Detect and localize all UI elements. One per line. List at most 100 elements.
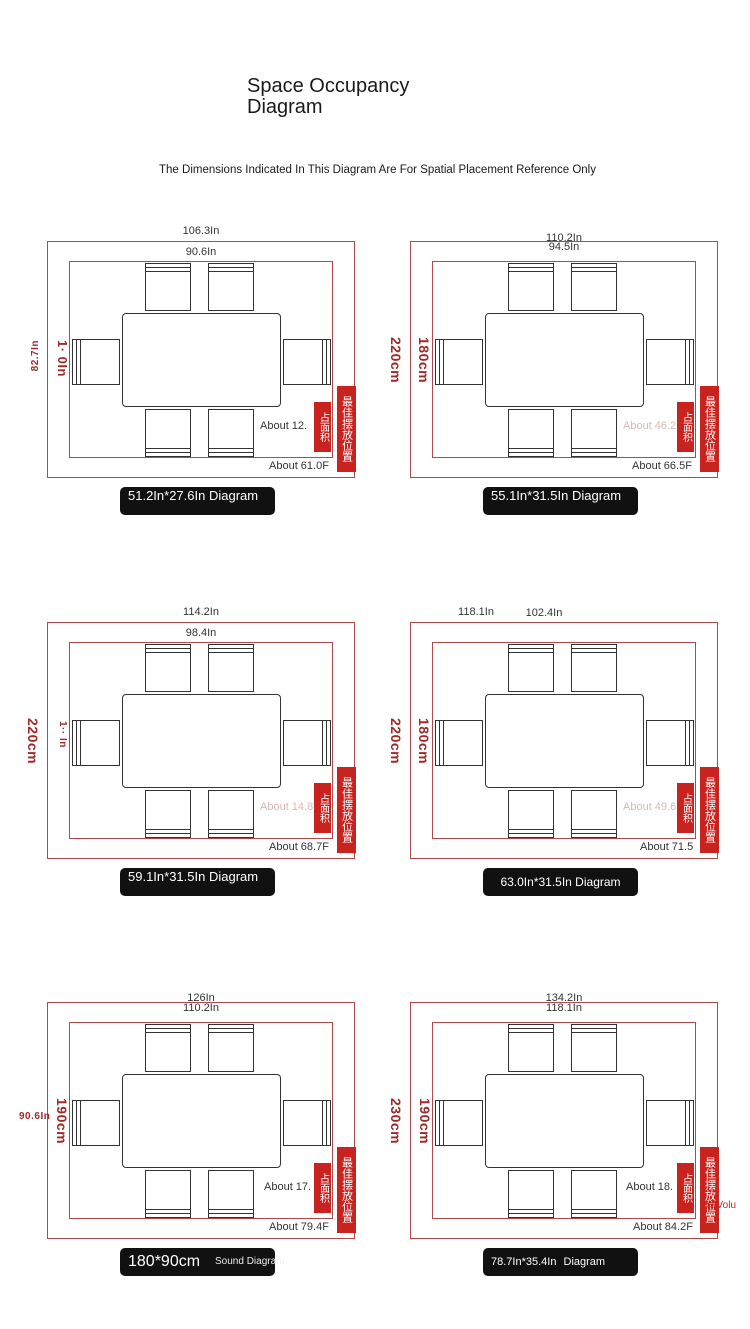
outer-space-outline (47, 1002, 355, 1239)
chair (435, 720, 483, 766)
diagram-panel: 134.2In 118.1In 230cm 190cm About 18. Ab… (388, 992, 736, 1293)
outer-space-outline (410, 622, 718, 859)
chair (508, 1024, 554, 1072)
diagram-panel: 106.3In 90.6In 82.7In 1· 0In About 12. A… (30, 225, 367, 532)
badge-overlay-text: Diagram (563, 1256, 606, 1268)
best-placement-tag: 最佳摆放位置 (700, 386, 719, 472)
dining-table (485, 694, 644, 788)
size-badge: 55.1In*31.5In Diagram (483, 487, 638, 515)
chair (145, 644, 191, 692)
occupied-area-label: About 18. (626, 1181, 674, 1193)
chair (508, 263, 554, 311)
outer-width-label: 106.3In (182, 225, 220, 237)
chair (646, 339, 694, 385)
chair (208, 644, 254, 692)
chair (283, 1100, 331, 1146)
outer-height-label: 82.7In (30, 340, 41, 372)
diagram-panel: 126In 110.2In 90.6In 190cm About 17. Abo… (19, 992, 367, 1293)
inner-space-outline (69, 642, 333, 839)
best-placement-tag: 最佳摆放位置 (700, 1147, 719, 1233)
diagram-panel: 110.2In 94.5In 220cm 180cm About 46.2 Ab… (388, 232, 730, 532)
occupied-area-label: About 14.8 (260, 801, 314, 813)
chair (208, 790, 254, 838)
inner-space-outline (432, 1022, 696, 1219)
dining-table (122, 1074, 281, 1168)
chair (571, 644, 617, 692)
size-badge: 51.2In*27.6In Diagram (120, 487, 275, 515)
best-placement-tag: 最佳摆放位置 (700, 767, 719, 853)
chair (571, 1024, 617, 1072)
chair (283, 720, 331, 766)
inner-space-outline (432, 642, 696, 839)
diagram-panel: 114.2In 98.4In 220cm 1·· In About 14.8 A… (25, 606, 367, 913)
outer-space-outline (410, 241, 718, 478)
inner-width-label: 98.4In (185, 627, 217, 639)
inner-width-label: 102.4In (525, 607, 563, 619)
chair (571, 790, 617, 838)
page-subtitle: The Dimensions Indicated In This Diagram… (159, 164, 596, 176)
chair (208, 1024, 254, 1072)
chair (208, 409, 254, 457)
total-area-label: About 61.0F (269, 460, 329, 472)
dining-table (122, 694, 281, 788)
chair (435, 339, 483, 385)
inner-width-label: 94.5In (548, 241, 580, 253)
total-area-label: About 68.7F (269, 841, 329, 853)
inner-height-label: 1· 0In (55, 340, 70, 377)
inner-width-label: 110.2In (183, 1002, 219, 1014)
total-area-label: About 71.5 (640, 841, 694, 853)
badge-overlay-text: Sound Diagram (215, 1256, 285, 1267)
chair (508, 409, 554, 457)
occupied-area-label: About 46.2 (623, 420, 677, 432)
occupied-area-label: About 49.6 (623, 801, 677, 813)
outer-height-label: 90.6In (19, 1111, 51, 1122)
chair (72, 720, 120, 766)
occupied-area-tag: 占面积 (677, 783, 694, 833)
chair (571, 1170, 617, 1218)
inner-space-outline (432, 261, 696, 458)
outer-width-label: 134.2In (545, 992, 583, 1004)
outer-width-label: 110.2In (546, 232, 582, 244)
diagram-panel: 118.1In 102.4In 220cm 180cm About 49.6 A… (388, 606, 730, 913)
chair (508, 644, 554, 692)
inner-width-label: 90.6In (185, 246, 217, 258)
size-badge-text: 78.7In*35.4In (491, 1256, 557, 1268)
occupied-area-tag: 占面积 (677, 402, 694, 452)
chair (571, 409, 617, 457)
chair (145, 1024, 191, 1072)
inner-height-label: 190cm (54, 1098, 70, 1145)
total-area-label: About 66.5F (632, 460, 692, 472)
total-area-label: About 79.4F (269, 1221, 329, 1233)
outer-width-label: 126In (187, 992, 215, 1004)
chair (283, 339, 331, 385)
size-badge: 59.1In*31.5In Diagram (120, 868, 275, 896)
chair (646, 1100, 694, 1146)
chair (508, 790, 554, 838)
inner-space-outline (69, 261, 333, 458)
inner-height-label: 180cm (416, 718, 432, 765)
occupied-area-tag: 占面积 (677, 1163, 694, 1213)
outer-width-label: 118.1In (458, 606, 494, 618)
chair (646, 720, 694, 766)
size-badge: 78.7In*35.4In Diagram (483, 1248, 638, 1276)
total-area-label: About 84.2F (633, 1221, 693, 1233)
inner-width-label: 118.1In (546, 1002, 582, 1014)
occupied-area-tag: 占面积 (314, 1163, 331, 1213)
best-placement-tag: 最佳摆放位置 (337, 1147, 356, 1233)
outer-space-outline (410, 1002, 718, 1239)
chair (72, 339, 120, 385)
outer-space-outline (47, 622, 355, 859)
best-placement-tag: 最佳摆放位置 (337, 767, 356, 853)
inner-height-label: 190cm (417, 1098, 433, 1145)
chair (508, 1170, 554, 1218)
outer-space-outline (47, 241, 355, 478)
outer-height-label: 220cm (25, 718, 41, 765)
chair (145, 1170, 191, 1218)
chair (72, 1100, 120, 1146)
chair (208, 263, 254, 311)
occupied-area-label: About 12. (260, 420, 308, 432)
occupied-area-tag: 占面积 (314, 783, 331, 833)
size-badge: 63.0In*31.5In Diagram (483, 868, 638, 896)
size-badge-text: 180*90cm (128, 1253, 201, 1270)
size-badge: 180*90cm (120, 1248, 275, 1276)
